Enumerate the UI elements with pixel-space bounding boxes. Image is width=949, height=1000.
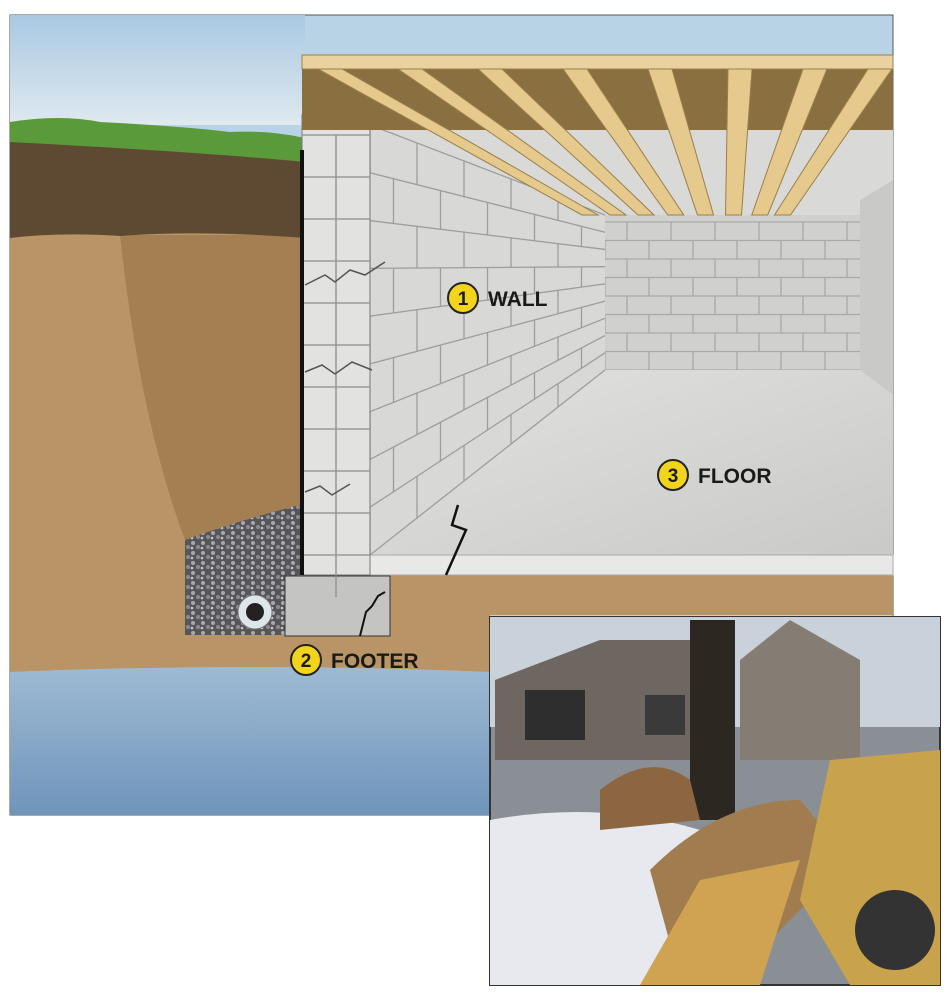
- badge-3-icon: [657, 459, 689, 491]
- mortar-line: [369, 369, 606, 556]
- grass: [10, 118, 305, 162]
- gravel-bed: [185, 505, 300, 635]
- sky: [10, 15, 305, 125]
- topsoil: [10, 135, 305, 238]
- badge-2-icon: [290, 644, 322, 676]
- floor-slab: [370, 370, 893, 560]
- right-wall: [860, 180, 893, 395]
- groundwater: [10, 667, 490, 815]
- mortar-line: [369, 219, 606, 251]
- mortar-line: [369, 317, 606, 413]
- mortar-line: [369, 352, 606, 508]
- backfill-soil: [120, 235, 300, 540]
- footing-block: [284, 575, 391, 637]
- floor-crack: [444, 504, 468, 576]
- label-footer: 2 FOOTER: [290, 644, 419, 676]
- label-text: FLOOR: [698, 465, 772, 488]
- label-number: 3: [668, 466, 679, 487]
- excavation-photo: [489, 616, 941, 986]
- label-number: 2: [301, 651, 312, 672]
- badge-1-icon: [447, 282, 479, 314]
- back-wall: [605, 215, 860, 370]
- label-number: 1: [458, 289, 469, 310]
- label-wall: 1 WALL: [447, 282, 548, 314]
- wall-cracks: [304, 261, 386, 496]
- label-floor: 3 FLOOR: [657, 459, 772, 491]
- mortar-line: [369, 283, 606, 317]
- footing-crack: [359, 591, 386, 637]
- rim-joist: [301, 54, 894, 70]
- tree: [690, 620, 735, 820]
- label-text: WALL: [488, 288, 548, 311]
- label-text: FOOTER: [331, 650, 419, 673]
